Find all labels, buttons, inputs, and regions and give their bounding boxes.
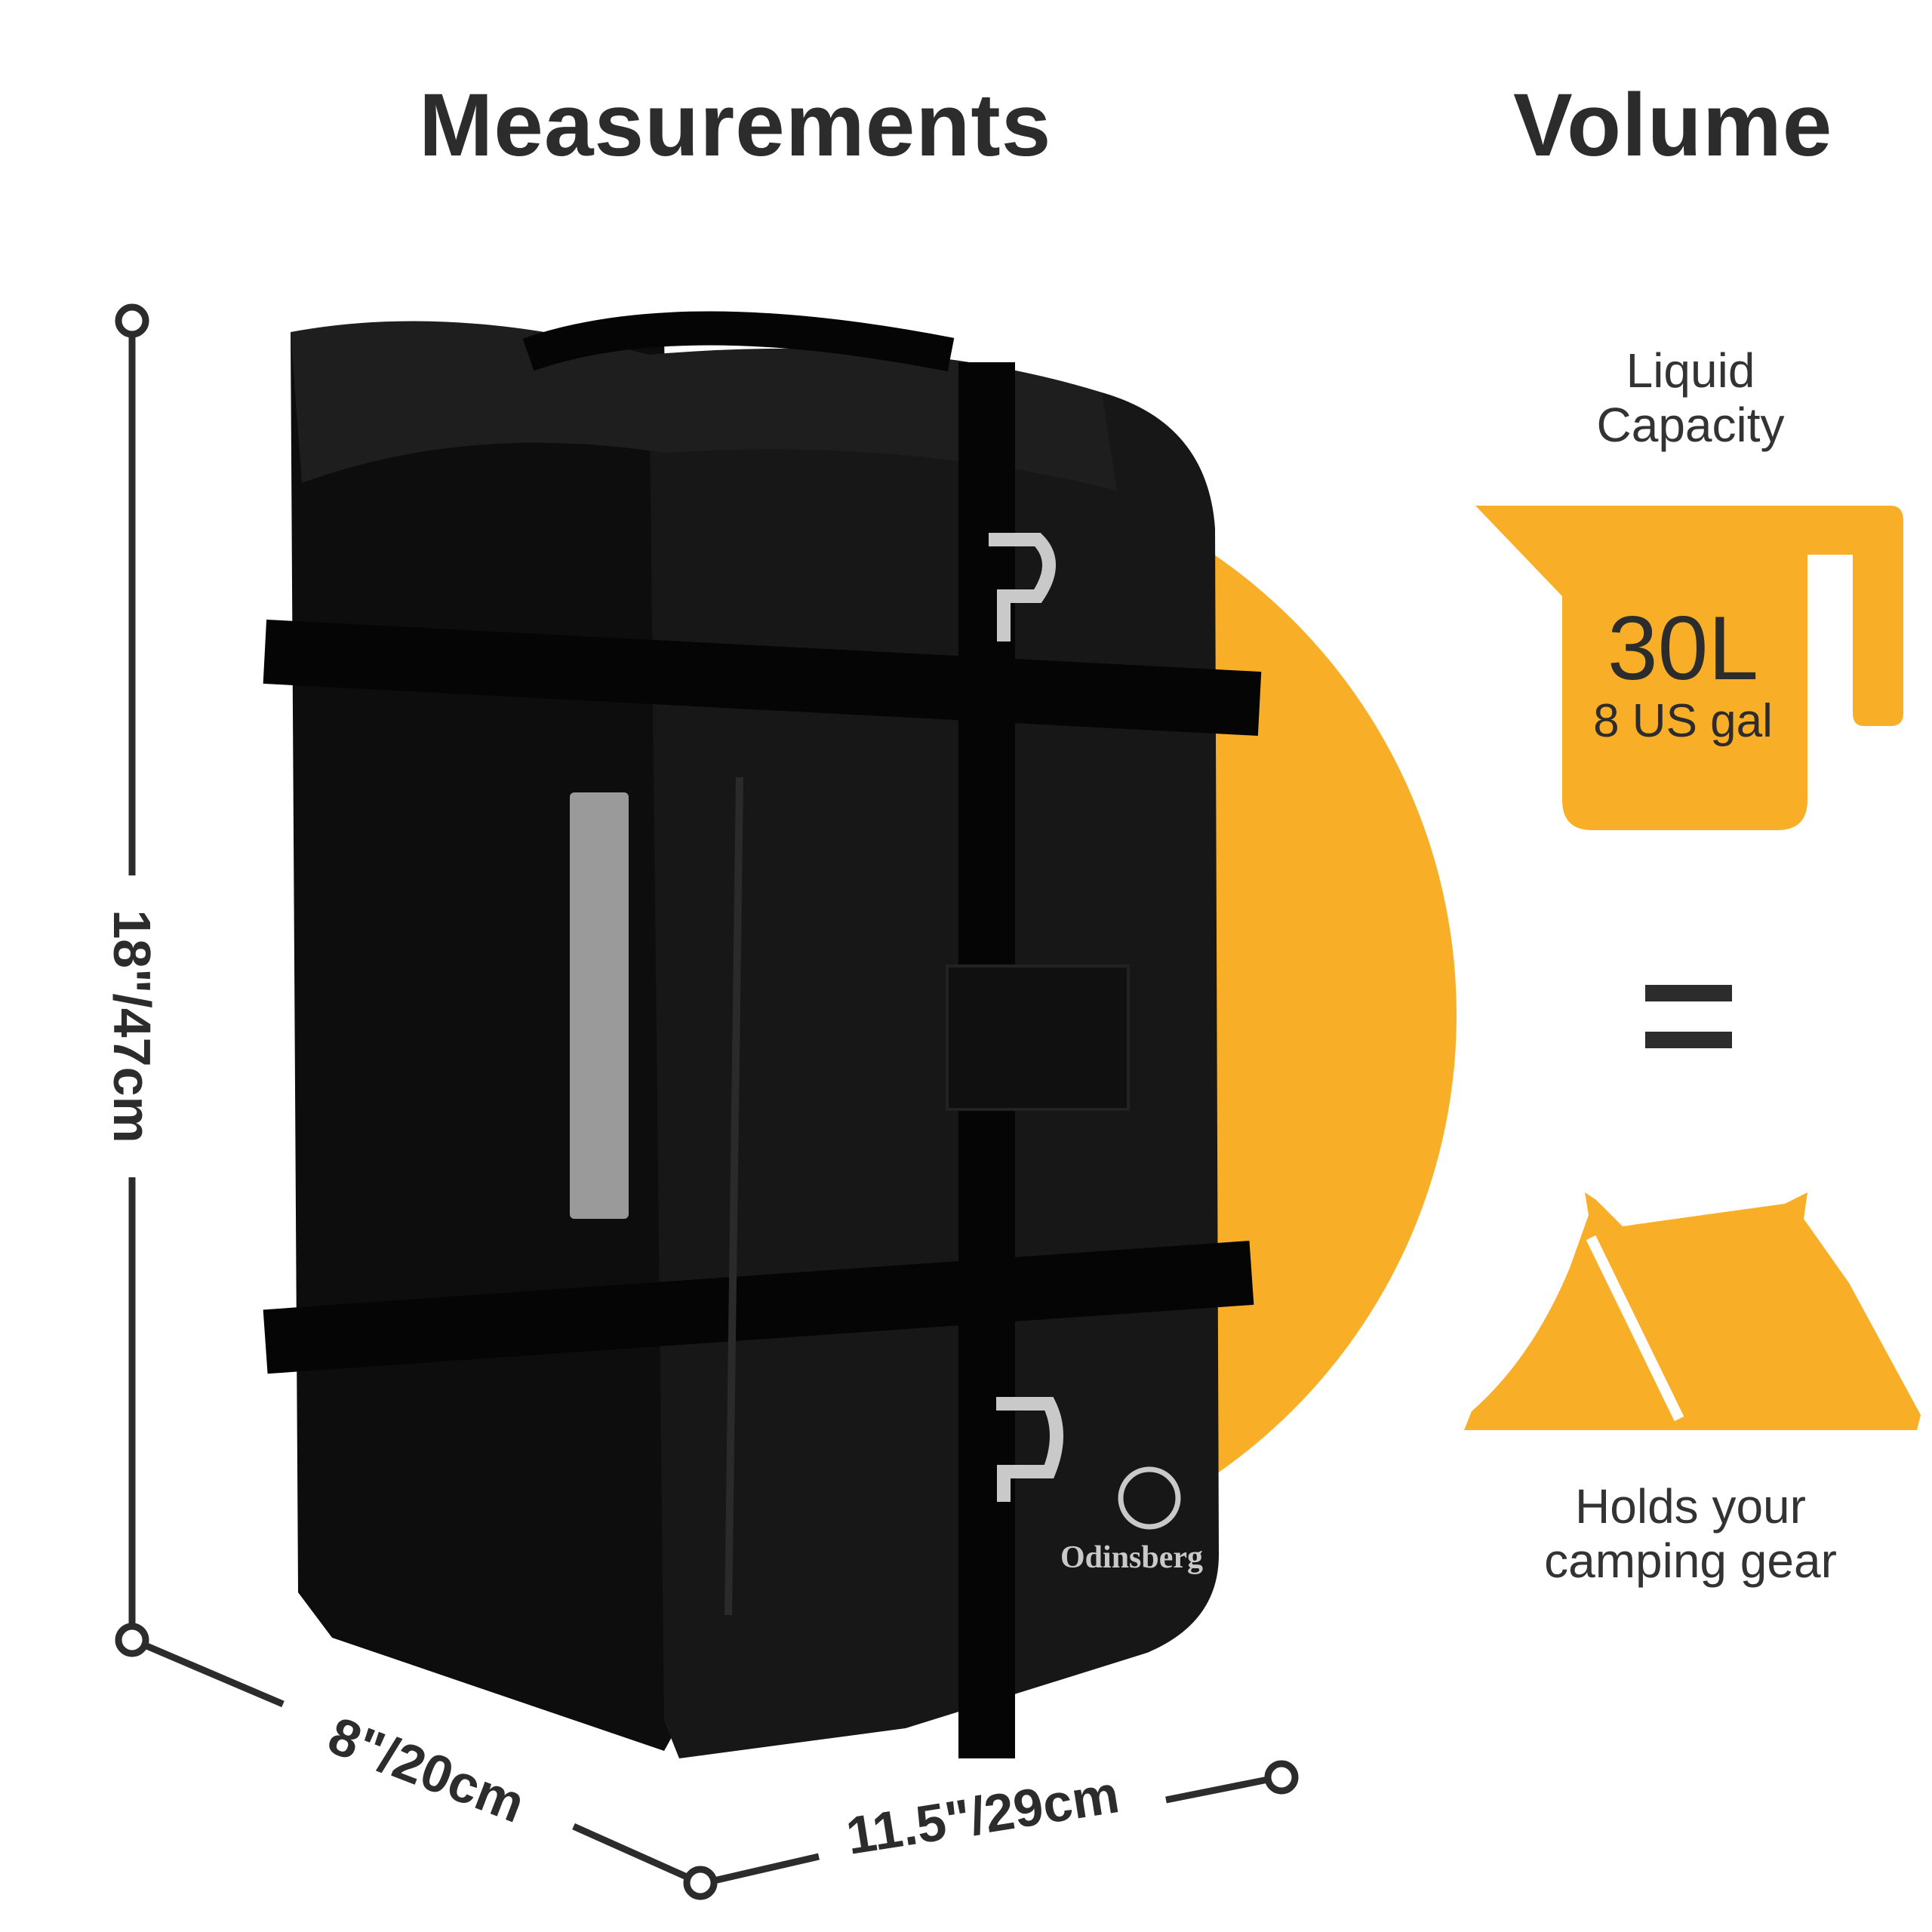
brand-name: Odinsberg (1060, 1540, 1204, 1575)
backpack-illustration (263, 311, 1262, 1758)
equals-bar-bottom (1645, 1032, 1732, 1048)
equals-bar-top (1645, 985, 1732, 1001)
liquid-capacity-line2: Capacity (1596, 398, 1785, 452)
height-dimension-line (115, 303, 149, 1657)
equals-sign (1645, 985, 1732, 1049)
brand-logo-icon (1118, 1466, 1181, 1530)
volume-heading: Volume (1513, 75, 1833, 175)
upper-buckle (989, 533, 1056, 641)
velcro-patch (946, 964, 1130, 1111)
camping-gear-label: Holds your camping gear (1502, 1479, 1879, 1588)
measurements-heading: Measurements (419, 75, 1052, 175)
top-handle-strap (522, 311, 955, 372)
lower-compression-strap (263, 1241, 1254, 1374)
height-dimension-label: 18"/47cm (103, 909, 162, 1143)
measuring-jug-icon (1475, 506, 1903, 830)
volume-gallons: 8 US gal (1593, 695, 1773, 747)
tent-icon (1464, 1192, 1921, 1430)
base-dimension-lines (143, 1641, 1299, 1900)
upper-compression-strap (263, 620, 1262, 737)
volume-liters: 30L (1607, 598, 1759, 699)
lower-buckle (996, 1397, 1063, 1502)
liquid-capacity-line1: Liquid (1626, 343, 1755, 398)
reflective-strip (570, 792, 629, 1219)
camping-gear-line2: camping gear (1544, 1534, 1837, 1588)
liquid-capacity-label: Liquid Capacity (1555, 343, 1826, 452)
camping-gear-line1: Holds your (1575, 1479, 1806, 1534)
zipper (724, 777, 743, 1616)
